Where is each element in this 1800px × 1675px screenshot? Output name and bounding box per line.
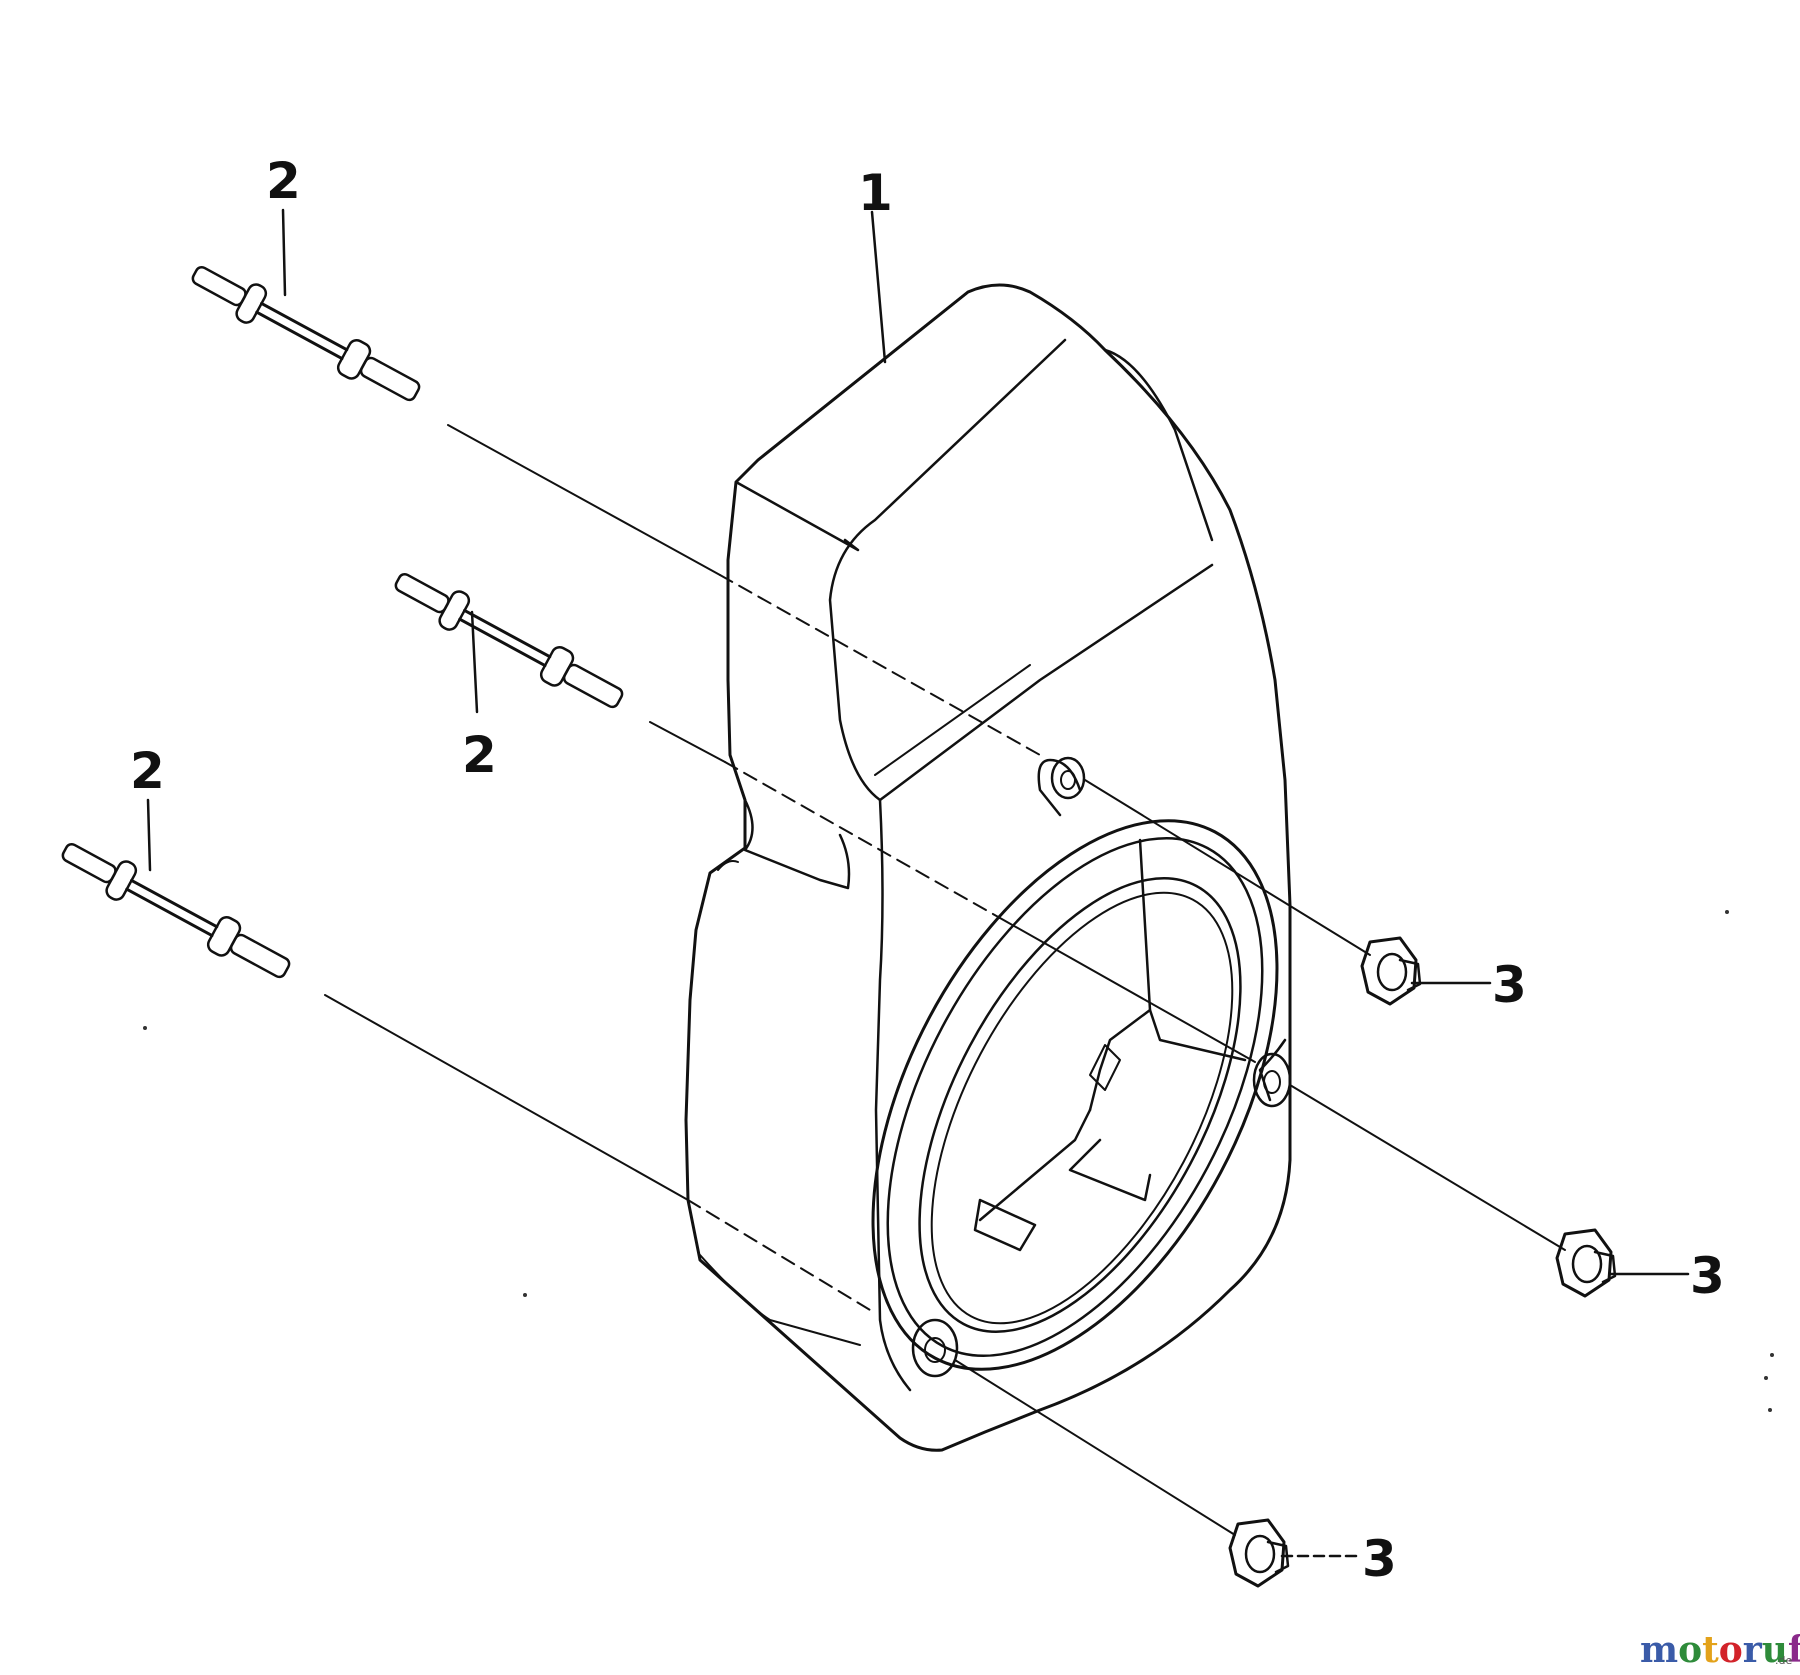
stud-bottom	[61, 842, 291, 979]
leader-lines	[146, 208, 1690, 1558]
fan-housing	[684, 283, 1292, 1452]
nut-lower	[1228, 1518, 1290, 1588]
assembly-lines	[324, 424, 1566, 1536]
callout-nut-upper: 3	[1492, 956, 1527, 1014]
callout-stud-bottom: 2	[130, 742, 165, 800]
fan-opening	[871, 756, 1292, 1378]
watermark-logo: motoruf	[1640, 1629, 1800, 1671]
callout-stud-middle: 2	[462, 726, 497, 784]
motoruf-watermark: motoruf .de	[1640, 1629, 1800, 1671]
stud-top	[191, 265, 421, 402]
callout-nut-lower: 3	[1362, 1530, 1397, 1588]
callout-stud-top: 2	[266, 152, 301, 210]
stud-middle	[394, 572, 624, 709]
nut-upper	[1360, 936, 1422, 1006]
housing-outline	[684, 283, 1292, 1452]
callout-labels: 1 2 2 2 3 3 3	[130, 152, 1725, 1588]
callout-nut-middle: 3	[1690, 1247, 1725, 1305]
watermark-suffix: .de	[1775, 1654, 1792, 1667]
scan-specks	[143, 910, 1774, 1412]
nut-middle	[1555, 1228, 1617, 1298]
callout-housing: 1	[858, 164, 893, 222]
